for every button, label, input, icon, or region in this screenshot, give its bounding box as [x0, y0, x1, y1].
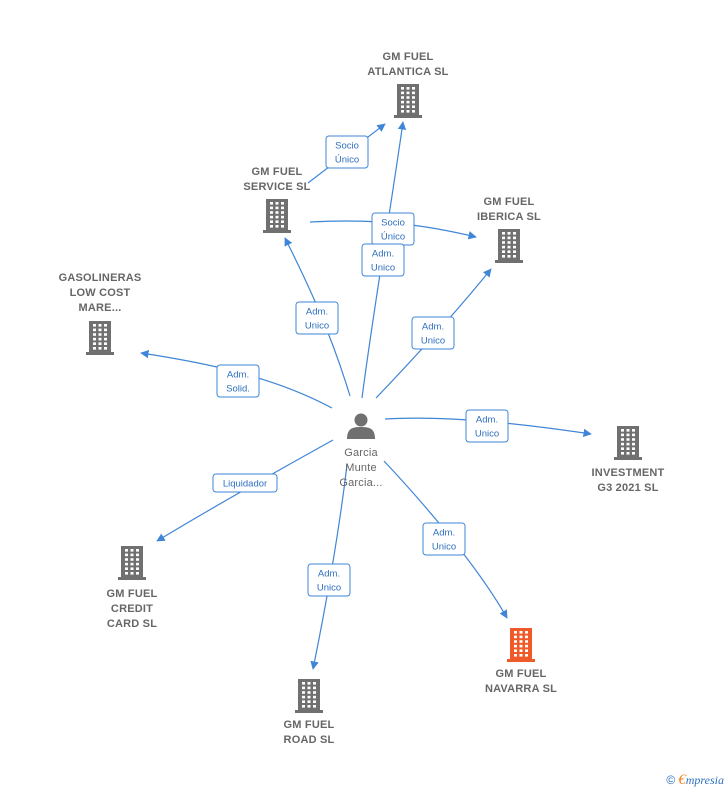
edge-label-text: Liquidador	[223, 479, 267, 490]
node-investment[interactable]: INVESTMENT G3 2021 SL	[592, 426, 665, 494]
edge-label-text: Unico	[432, 542, 456, 553]
edge-label-text: Socio	[335, 141, 359, 152]
node-service[interactable]: GM FUEL SERVICE SL	[243, 166, 310, 233]
edge-label-text: Adm.	[422, 322, 444, 333]
node-label: GM FUEL	[107, 588, 158, 600]
edge-label-person-investment[interactable]: Adm. Unico	[465, 409, 509, 443]
building-icon	[263, 199, 291, 233]
edge-label-box	[361, 243, 405, 277]
node-label: SERVICE SL	[243, 181, 310, 193]
building-icon	[495, 229, 523, 263]
building-icon	[507, 628, 535, 662]
person-icon	[347, 413, 375, 439]
edge-label-text: Solid.	[226, 384, 250, 395]
edge-label-text: Unico	[475, 429, 499, 440]
brand-initial: €	[678, 772, 686, 788]
node-label: INVESTMENT	[592, 467, 665, 479]
edge-person-credit	[156, 439, 334, 542]
edge-label-text: Adm.	[318, 569, 340, 580]
edge-label-text: Adm.	[372, 249, 394, 260]
edge-label-text: Único	[381, 232, 405, 243]
node-navarra[interactable]: GM FUEL NAVARRA SL	[485, 628, 557, 695]
edge-label-person-service[interactable]: Adm. Unico	[295, 301, 339, 335]
edge-label-text: Adm.	[227, 370, 249, 381]
node-label: NAVARRA SL	[485, 683, 557, 695]
edge-label-text: Adm.	[433, 528, 455, 539]
edge-label-text: Adm.	[306, 307, 328, 318]
edge-label-box	[411, 316, 455, 350]
edge-label-text: Unico	[371, 263, 395, 274]
building-icon	[118, 546, 146, 580]
node-label: Garcia...	[339, 477, 382, 489]
node-label: CARD SL	[107, 618, 157, 630]
edge-label-text: Unico	[421, 336, 445, 347]
node-label: GASOLINERAS	[59, 272, 142, 284]
building-icon	[394, 84, 422, 118]
edge-label-text: Único	[335, 155, 359, 166]
edge-label-person-navarra[interactable]: Adm. Unico	[422, 522, 466, 556]
node-label: ATLANTICA SL	[367, 66, 448, 78]
node-iberica[interactable]: GM FUEL IBERICA SL	[477, 196, 541, 263]
node-label: CREDIT	[111, 603, 153, 615]
edge-label-person-atlantica[interactable]: Adm. Unico	[361, 243, 405, 277]
node-gasolineras[interactable]: GASOLINERAS LOW COST MARE...	[59, 272, 142, 355]
node-credit[interactable]: GM FUEL CREDIT CARD SL	[107, 546, 158, 630]
node-label: Garcia	[344, 447, 378, 459]
edge-label-text: Socio	[381, 218, 405, 229]
building-icon	[614, 426, 642, 460]
edge-label-person-gasolineras[interactable]: Adm. Solid.	[216, 364, 260, 398]
edge-label-box	[216, 364, 260, 398]
empresia-watermark: ©€mpresia	[666, 772, 724, 789]
node-person[interactable]: GarciaMunteGarcia...	[339, 413, 382, 490]
edge-label-person-iberica[interactable]: Adm. Unico	[411, 316, 455, 350]
edge-label-box	[295, 301, 339, 335]
node-label: ROAD SL	[284, 734, 335, 746]
node-road[interactable]: GM FUEL ROAD SL	[284, 679, 335, 746]
building-icon	[295, 679, 323, 713]
node-label: GM FUEL	[252, 166, 303, 178]
edge-label-box	[212, 473, 278, 493]
node-label: GM FUEL	[496, 668, 547, 680]
edge-label-box	[325, 135, 369, 169]
node-label: GM FUEL	[284, 719, 335, 731]
edge-label-text: Unico	[305, 321, 329, 332]
edge-label-text: Unico	[317, 583, 341, 594]
edge-label-box	[422, 522, 466, 556]
edge-label-box	[465, 409, 509, 443]
copyright-symbol: ©	[666, 773, 676, 787]
node-label: LOW COST	[70, 287, 131, 299]
edge-label-text: Adm.	[476, 415, 498, 426]
node-label: Munte	[345, 462, 377, 474]
node-label: IBERICA SL	[477, 211, 541, 223]
building-icon	[86, 321, 114, 355]
node-atlantica[interactable]: GM FUEL ATLANTICA SL	[367, 51, 448, 118]
brand-name: mpresia	[685, 773, 724, 787]
edge-label-box	[307, 563, 351, 597]
edge-label-person-road[interactable]: Adm. Unico	[307, 563, 351, 597]
edge-label-person-credit[interactable]: Liquidador	[212, 473, 278, 493]
node-label: GM FUEL	[484, 196, 535, 208]
node-label: G3 2021 SL	[597, 482, 658, 494]
node-label: MARE...	[79, 302, 122, 314]
node-label: GM FUEL	[383, 51, 434, 63]
